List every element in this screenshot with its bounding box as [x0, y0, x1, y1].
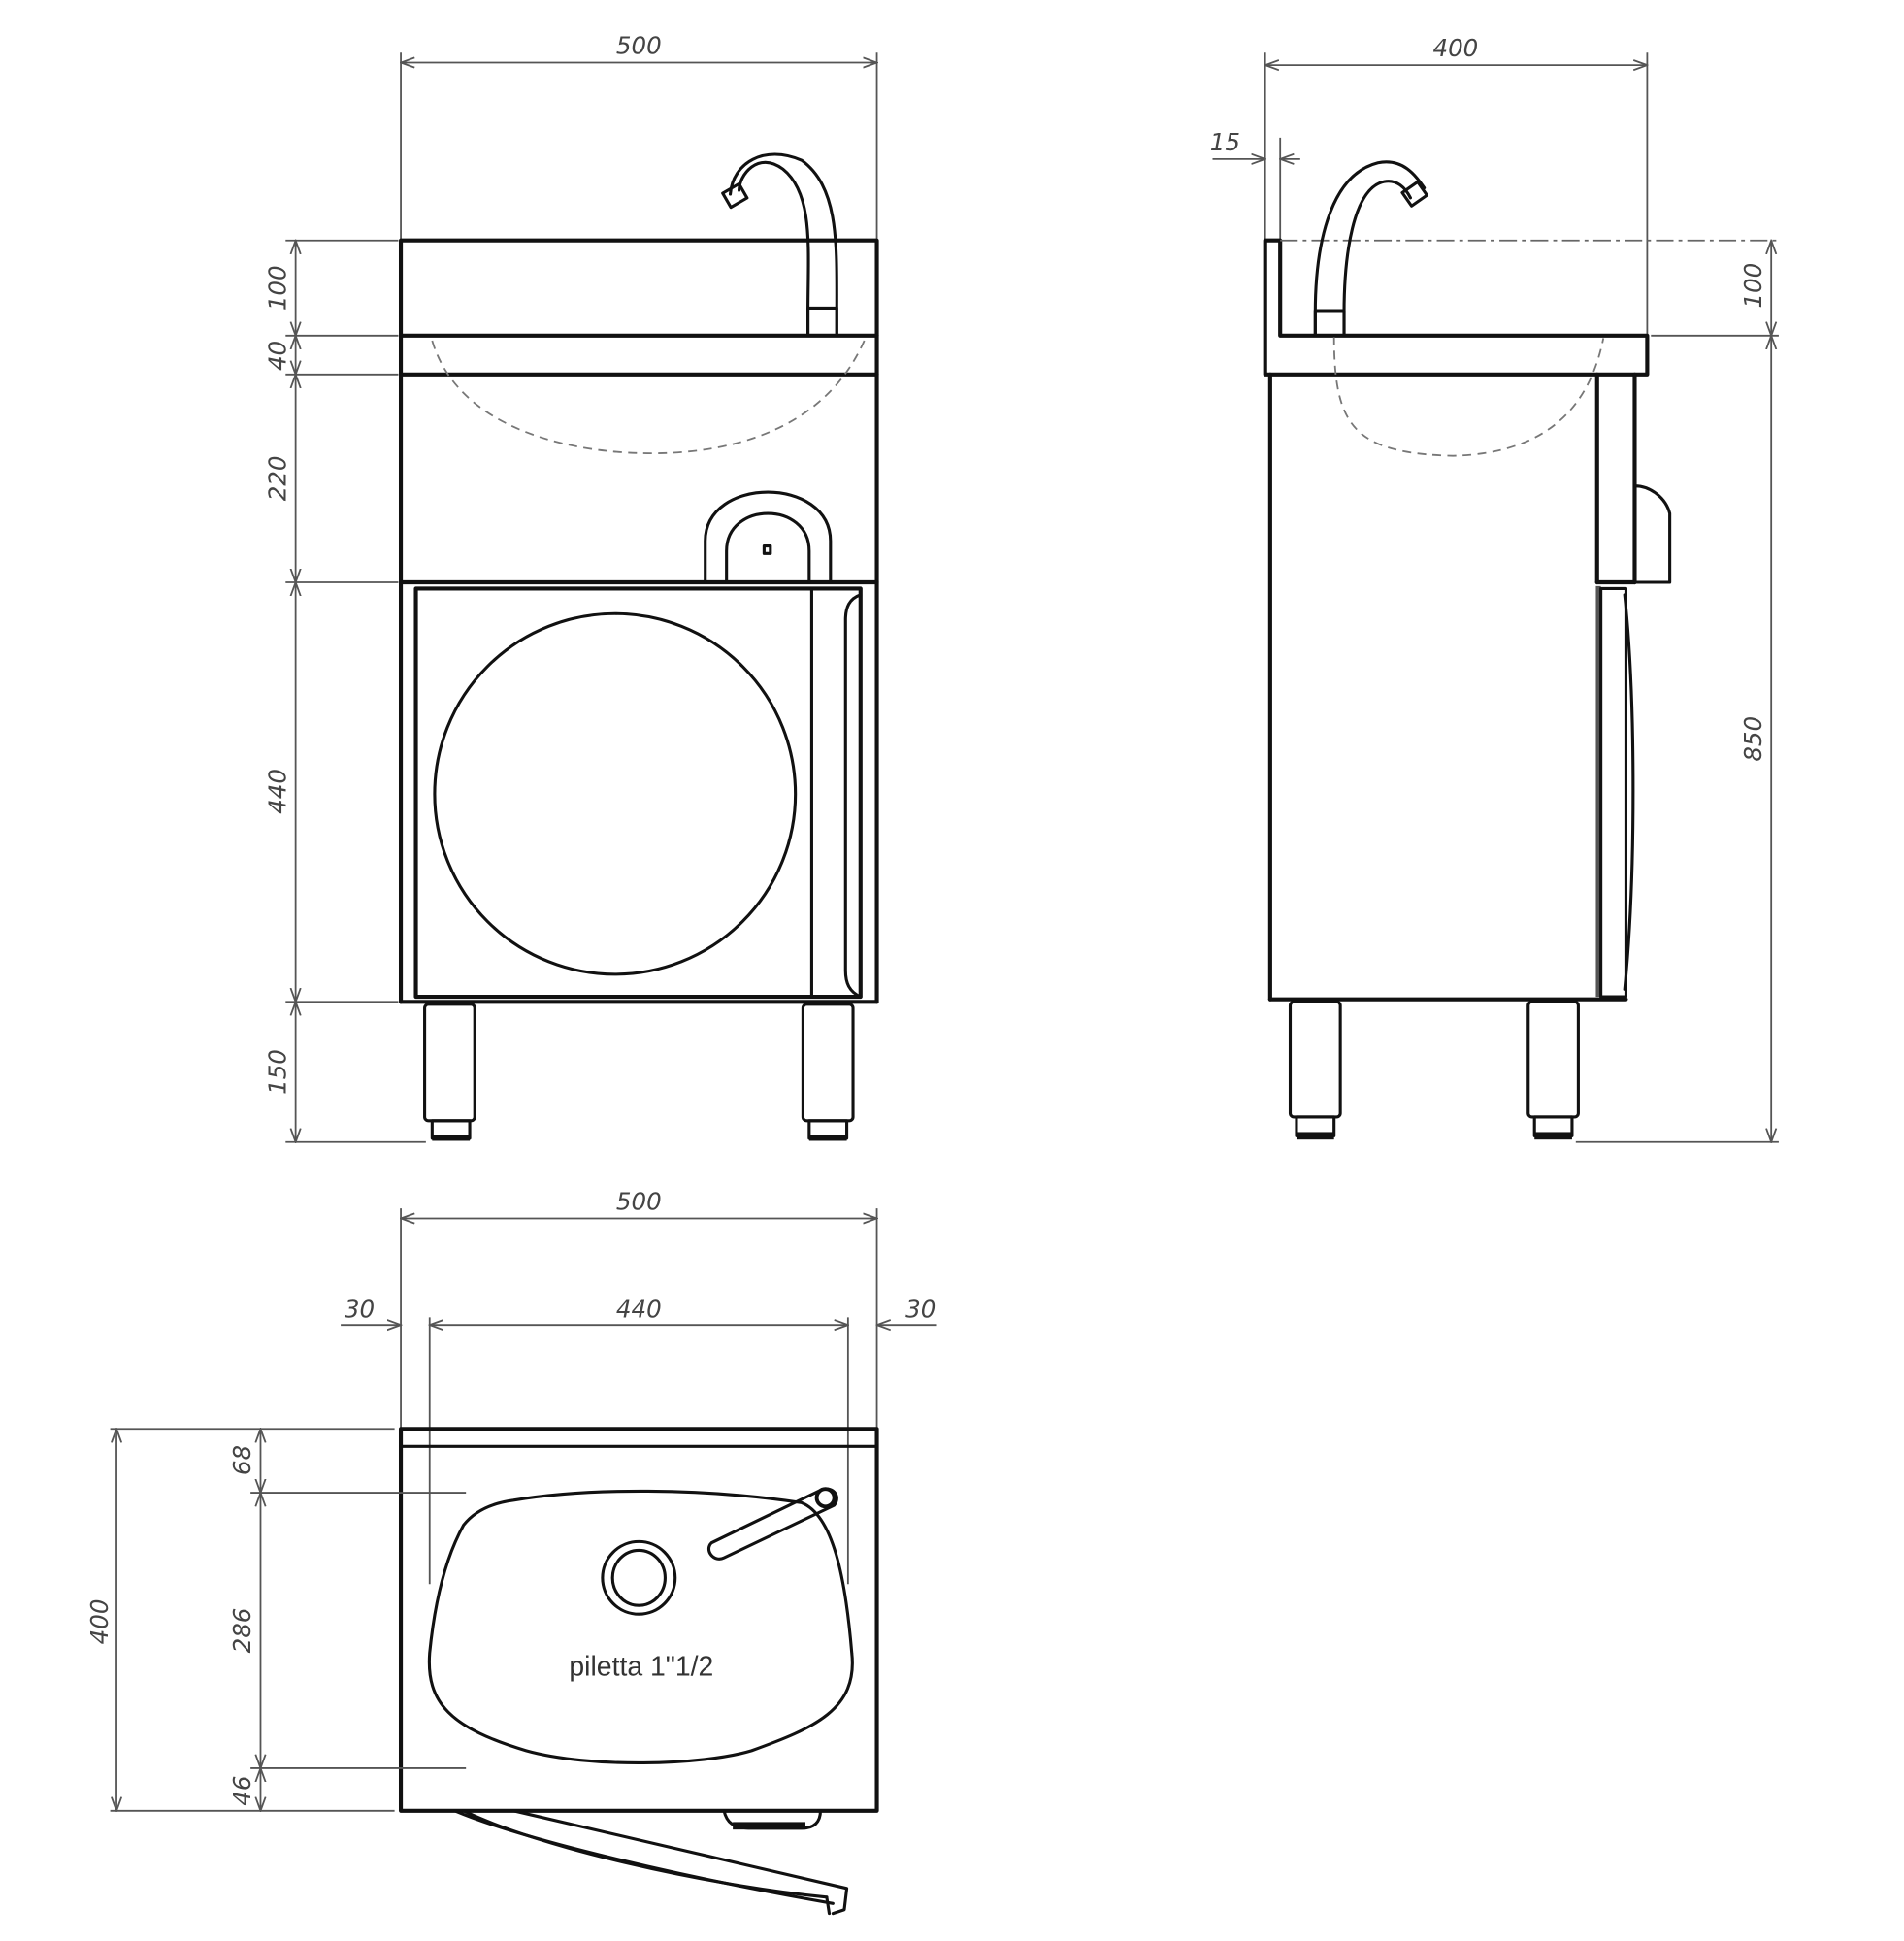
top-width-dimension: 500: [401, 1187, 876, 1428]
top-width-label: 500: [616, 1187, 662, 1215]
front-height-dimensions: 100 40 220 440 150: [263, 241, 426, 1142]
left-margin-label: 30: [345, 1295, 375, 1323]
overall-height-label: 850: [1739, 716, 1767, 762]
backsplash-thickness-dimension: 15: [1210, 128, 1300, 241]
side-cabinet-body: [1267, 372, 1637, 1002]
drain-label: piletta 1"1/2: [569, 1651, 713, 1682]
knee-lever-icon: [453, 1809, 849, 1916]
side-faucet-icon: [1313, 160, 1428, 338]
front-view: 500: [263, 31, 879, 1142]
cabinet-body: [398, 372, 879, 1004]
top-view: 500 30 440 30 piletta 1"1/2: [85, 1187, 937, 1916]
basin-width-dimensions: 30 440 30: [341, 1295, 937, 1585]
faucet-icon: [721, 152, 838, 338]
cabinet-door: [413, 586, 863, 1000]
drain-icon: [601, 1539, 677, 1616]
back-margin-label: 68: [228, 1445, 256, 1475]
top-outline: [398, 1427, 879, 1813]
cabinet-legs: [423, 1003, 855, 1141]
leg-height-label: 150: [263, 1049, 291, 1095]
side-door-profile: [1595, 585, 1635, 999]
basin-depth-label: 286: [228, 1608, 256, 1654]
side-view: 400 15: [1210, 34, 1779, 1142]
backsplash-height-label: 100: [263, 265, 291, 311]
side-depth-label: 400: [1432, 34, 1478, 62]
top-faucet-spout-icon: [706, 1487, 838, 1561]
front-width-label: 500: [616, 31, 662, 59]
top-thickness-label: 40: [263, 341, 291, 371]
sink-top: [398, 238, 879, 455]
basin-outline: [427, 1489, 854, 1764]
side-cabinet-legs: [1288, 1000, 1580, 1140]
top-depth-dimensions: 400 68 286 46: [85, 1429, 467, 1811]
basin-width-label: 440: [616, 1295, 662, 1323]
side-sink-top: [1263, 238, 1777, 457]
backsplash-thickness-label: 15: [1210, 128, 1240, 156]
upper-panel-height-label: 220: [263, 456, 291, 502]
side-height-dimensions: 100 850: [1575, 241, 1779, 1142]
door-height-label: 440: [263, 769, 291, 814]
right-margin-label: 30: [905, 1295, 936, 1323]
front-margin-label: 46: [228, 1776, 256, 1806]
side-knee-pedal-icon: [1632, 484, 1672, 584]
top-depth-label: 400: [85, 1599, 114, 1645]
door-circle-panel: [433, 611, 798, 976]
knee-pedal-bracket-icon: [704, 490, 833, 584]
side-depth-dimension: 400: [1265, 34, 1648, 336]
front-width-dimension: 500: [401, 31, 876, 241]
side-backsplash-height-label: 100: [1739, 263, 1767, 309]
